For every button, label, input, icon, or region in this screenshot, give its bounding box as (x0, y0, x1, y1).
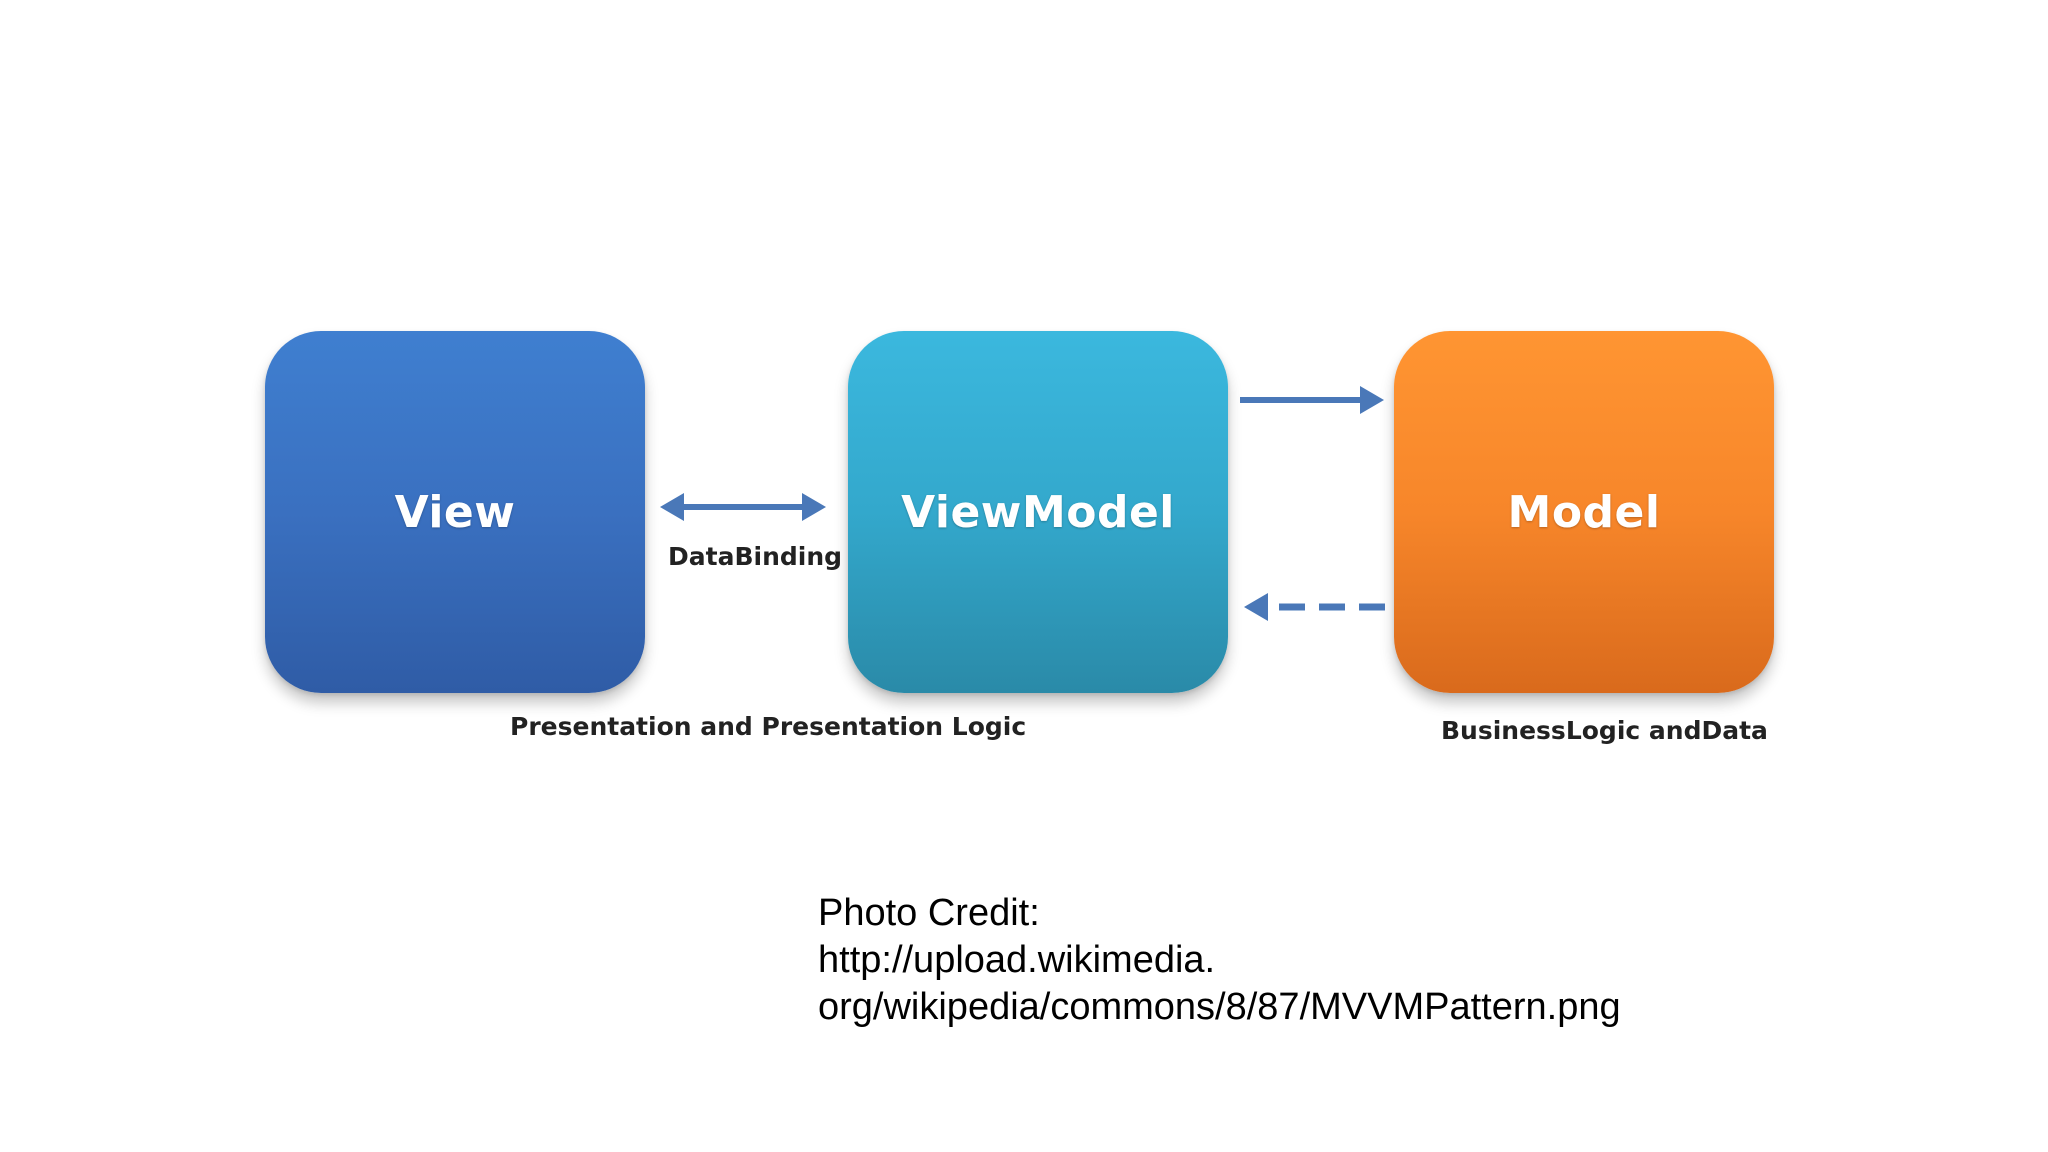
viewmodel-box: ViewModel (848, 331, 1228, 693)
credit-url-line2: org/wikipedia/commons/8/87/MVVMPattern.p… (818, 986, 1621, 1028)
view-label: View (394, 486, 516, 538)
view-box: View (265, 331, 645, 693)
viewmodel-to-model-arrow (1240, 386, 1384, 414)
credit-url-line1: http://upload.wikimedia. (818, 939, 1216, 981)
databinding-caption: DataBinding (668, 542, 843, 571)
photo-credit: Photo Credit: http://upload.wikimedia. o… (818, 890, 1621, 1031)
model-to-viewmodel-arrow (1244, 593, 1385, 621)
credit-heading: Photo Credit: (818, 892, 1040, 934)
databinding-arrow (660, 493, 826, 521)
presentation-caption: Presentation and Presentation Logic (510, 712, 1027, 741)
model-label: Model (1507, 486, 1661, 538)
viewmodel-label: ViewModel (901, 486, 1175, 538)
model-box: Model (1394, 331, 1774, 693)
business-caption: BusinessLogic andData (1441, 716, 1768, 745)
